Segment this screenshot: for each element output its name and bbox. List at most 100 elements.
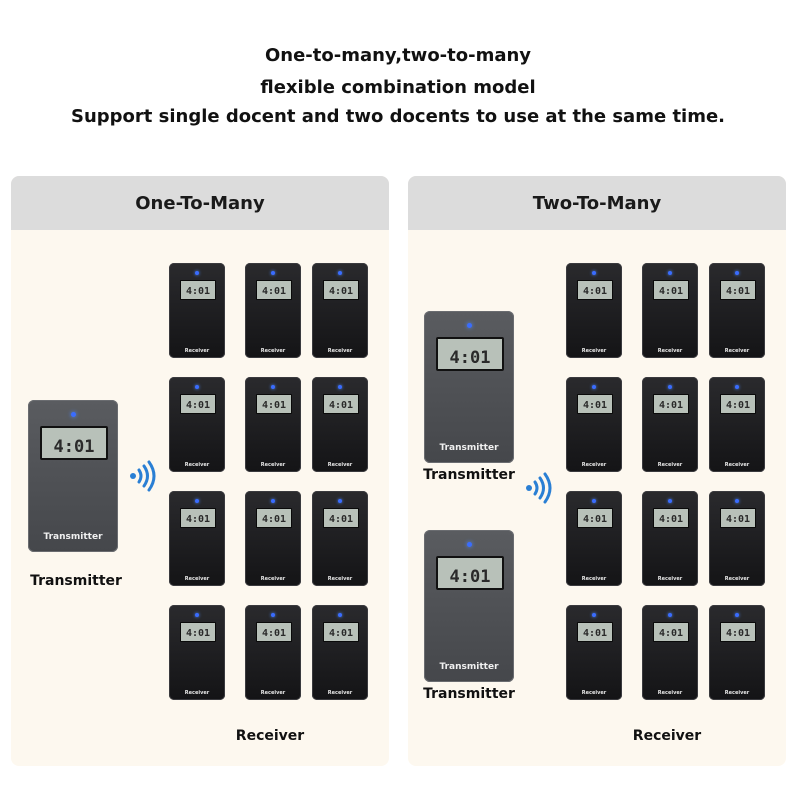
receiver-label: Receiver	[581, 576, 607, 582]
receiver-label: Receiver	[260, 462, 286, 468]
receiver-label: Receiver	[724, 462, 750, 468]
led-indicator	[271, 613, 275, 617]
receiver-label: Receiver	[184, 576, 210, 582]
receiver-label: Receiver	[260, 348, 286, 354]
led-indicator	[467, 323, 472, 328]
led-indicator	[271, 385, 275, 389]
transmitter-label: Transmitter	[439, 662, 499, 672]
receiver-label: Receiver	[327, 348, 353, 354]
two-to-many-panel: Two-To-Many 4:01 Transmitter Transmitter…	[408, 176, 786, 766]
led-indicator	[71, 412, 76, 417]
receiver-label: Receiver	[724, 690, 750, 696]
led-indicator	[338, 271, 342, 275]
lcd-display: 4:01	[40, 426, 108, 460]
lcd-display: 4:01	[577, 622, 613, 642]
lcd-display: 4:01	[256, 394, 292, 414]
transmitter-device: 4:01 Transmitter	[424, 530, 514, 682]
led-indicator	[195, 385, 199, 389]
lcd-display: 4:01	[180, 280, 216, 300]
transmitter-device: 4:01 Transmitter	[424, 311, 514, 463]
lcd-display: 4:01	[653, 622, 689, 642]
lcd-display: 4:01	[180, 394, 216, 414]
receiver-caption: Receiver	[235, 728, 305, 744]
receiver-label: Receiver	[657, 348, 683, 354]
headline-line-3: Support single docent and two docents to…	[70, 106, 726, 127]
lcd-display: 4:01	[323, 508, 359, 528]
transmitter-caption: Transmitter	[30, 573, 122, 589]
receiver-label: Receiver	[184, 462, 210, 468]
receiver-label: Receiver	[657, 576, 683, 582]
receiver-label: Receiver	[327, 462, 353, 468]
transmitter-label: Transmitter	[439, 443, 499, 453]
lcd-display: 4:01	[256, 280, 292, 300]
receiver-label: Receiver	[657, 690, 683, 696]
receiver-label: Receiver	[657, 462, 683, 468]
headline-line-2: flexible combination model	[260, 77, 536, 98]
led-indicator	[735, 499, 739, 503]
lcd-display: 4:01	[577, 280, 613, 300]
lcd-display: 4:01	[577, 394, 613, 414]
transmitter-label: Transmitter	[43, 532, 103, 542]
lcd-display: 4:01	[436, 337, 504, 371]
led-indicator	[668, 271, 672, 275]
wireless-signal-icon	[130, 460, 156, 492]
receiver-label: Receiver	[327, 690, 353, 696]
headline-line-1: One-to-many,two-to-many	[264, 45, 532, 66]
led-indicator	[668, 613, 672, 617]
led-indicator	[592, 613, 596, 617]
lcd-display: 4:01	[720, 280, 756, 300]
led-indicator	[338, 613, 342, 617]
receiver-label: Receiver	[581, 348, 607, 354]
receiver-label: Receiver	[581, 462, 607, 468]
receiver-label: Receiver	[724, 348, 750, 354]
lcd-display: 4:01	[256, 508, 292, 528]
lcd-display: 4:01	[180, 622, 216, 642]
lcd-display: 4:01	[653, 394, 689, 414]
receiver-label: Receiver	[581, 690, 607, 696]
led-indicator	[668, 499, 672, 503]
led-indicator	[467, 542, 472, 547]
led-indicator	[338, 385, 342, 389]
led-indicator	[668, 385, 672, 389]
led-indicator	[271, 499, 275, 503]
led-indicator	[592, 271, 596, 275]
lcd-display: 4:01	[256, 622, 292, 642]
lcd-display: 4:01	[436, 556, 504, 590]
receiver-label: Receiver	[184, 348, 210, 354]
lcd-display: 4:01	[720, 394, 756, 414]
led-indicator	[735, 271, 739, 275]
led-indicator	[735, 385, 739, 389]
wireless-signal-icon	[526, 472, 552, 504]
led-indicator	[735, 613, 739, 617]
lcd-display: 4:01	[653, 280, 689, 300]
transmitter-caption-bottom: Transmitter	[423, 686, 515, 702]
lcd-display: 4:01	[577, 508, 613, 528]
receiver-label: Receiver	[260, 690, 286, 696]
lcd-display: 4:01	[180, 508, 216, 528]
transmitter-caption-top: Transmitter	[423, 467, 515, 483]
led-indicator	[195, 499, 199, 503]
led-indicator	[592, 499, 596, 503]
receiver-caption: Receiver	[632, 728, 702, 744]
led-indicator	[195, 613, 199, 617]
lcd-display: 4:01	[323, 622, 359, 642]
receiver-label: Receiver	[327, 576, 353, 582]
lcd-display: 4:01	[323, 280, 359, 300]
panel-title: Two-To-Many	[408, 176, 786, 230]
